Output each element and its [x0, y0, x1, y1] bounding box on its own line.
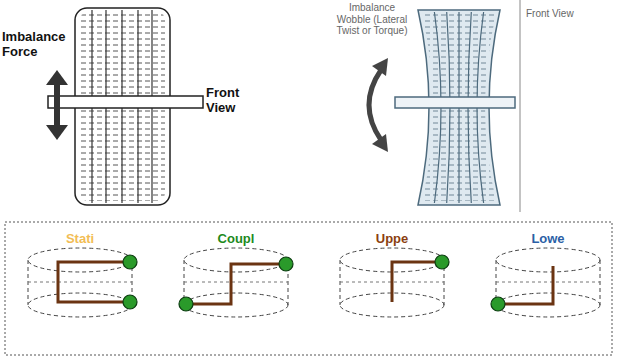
tire-wobble-view — [395, 10, 515, 205]
balance-type-label: Coupl — [186, 232, 286, 247]
couple-balance-figure — [179, 248, 293, 317]
view-label: Front View — [206, 86, 256, 116]
imbalance-force-arrow — [46, 70, 68, 140]
balance-type-label: Lowe — [498, 232, 598, 247]
divider-line — [520, 0, 521, 212]
upper-balance-figure — [340, 248, 449, 317]
lower-balance-figure — [491, 248, 600, 317]
static-balance-figure — [28, 248, 137, 317]
wobble-label: Imbalance Wobble (Lateral Twist or Torqu… — [333, 2, 411, 37]
force-label: Imbalance Force — [2, 30, 72, 60]
dotted-frame — [5, 222, 612, 355]
balance-type-label: Stati — [30, 232, 130, 247]
balance-type-label: Uppe — [342, 232, 442, 247]
tire-front-view — [48, 8, 203, 205]
view-label: Front View — [526, 8, 606, 20]
wobble-arrow — [369, 58, 388, 152]
